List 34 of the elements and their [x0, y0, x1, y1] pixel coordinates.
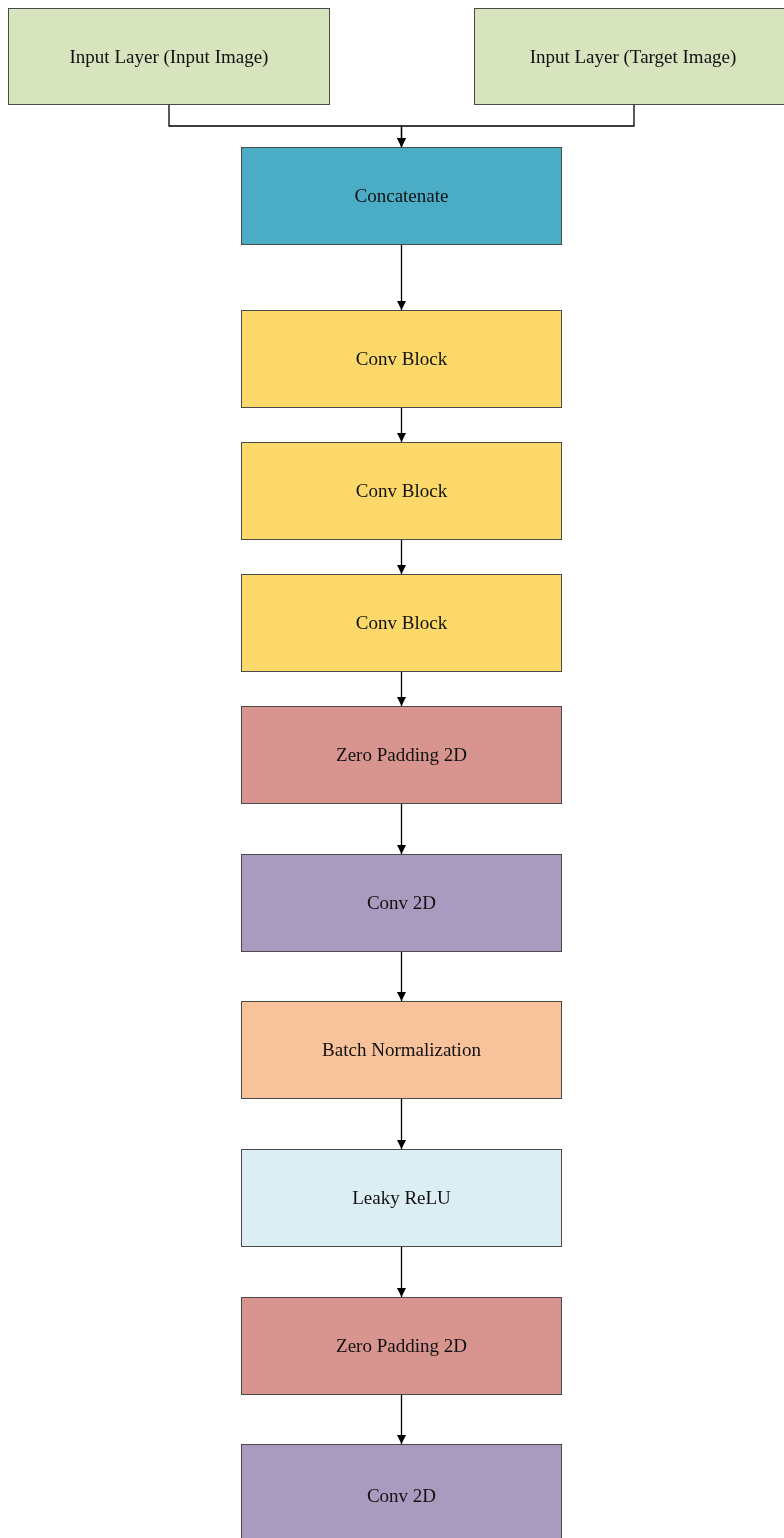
layer-box [241, 1149, 562, 1247]
layer-box [241, 1297, 562, 1395]
layer-label: Conv Block [355, 480, 448, 502]
arrow [397, 539, 406, 575]
arrow [397, 951, 406, 1002]
layer-label: Concatenate [354, 185, 449, 207]
layer-box [241, 1001, 562, 1099]
arrow [397, 1246, 406, 1298]
arrow [397, 407, 406, 443]
arrow [397, 1394, 406, 1445]
layer-label: Conv Block [355, 348, 448, 370]
layer-label: Zero Padding 2D [336, 744, 467, 766]
layer-box [474, 8, 784, 105]
arrow [397, 1098, 406, 1150]
layer-label: Conv 2D [366, 1485, 437, 1507]
arrow [397, 671, 406, 707]
arrow [397, 803, 406, 855]
layer-box [8, 8, 330, 105]
layer-box [241, 1444, 562, 1538]
layer-label: Leaky ReLU [352, 1187, 451, 1209]
layer-box [241, 574, 562, 672]
layer-box [241, 854, 562, 952]
layer-box [241, 147, 562, 245]
arrow [397, 104, 635, 148]
arrow [397, 244, 406, 311]
layer-label: Zero Padding 2D [336, 1335, 467, 1357]
layer-label: Conv 2D [366, 892, 437, 914]
layer-label: Input Layer (Target Image) [529, 45, 737, 68]
layer-box [241, 310, 562, 408]
layer-box [241, 442, 562, 540]
layer-label: Conv Block [355, 612, 448, 634]
layer-label: Batch Normalization [322, 1039, 481, 1061]
layer-label: Input Layer (Input Image) [69, 45, 269, 68]
layer-box [241, 706, 562, 804]
